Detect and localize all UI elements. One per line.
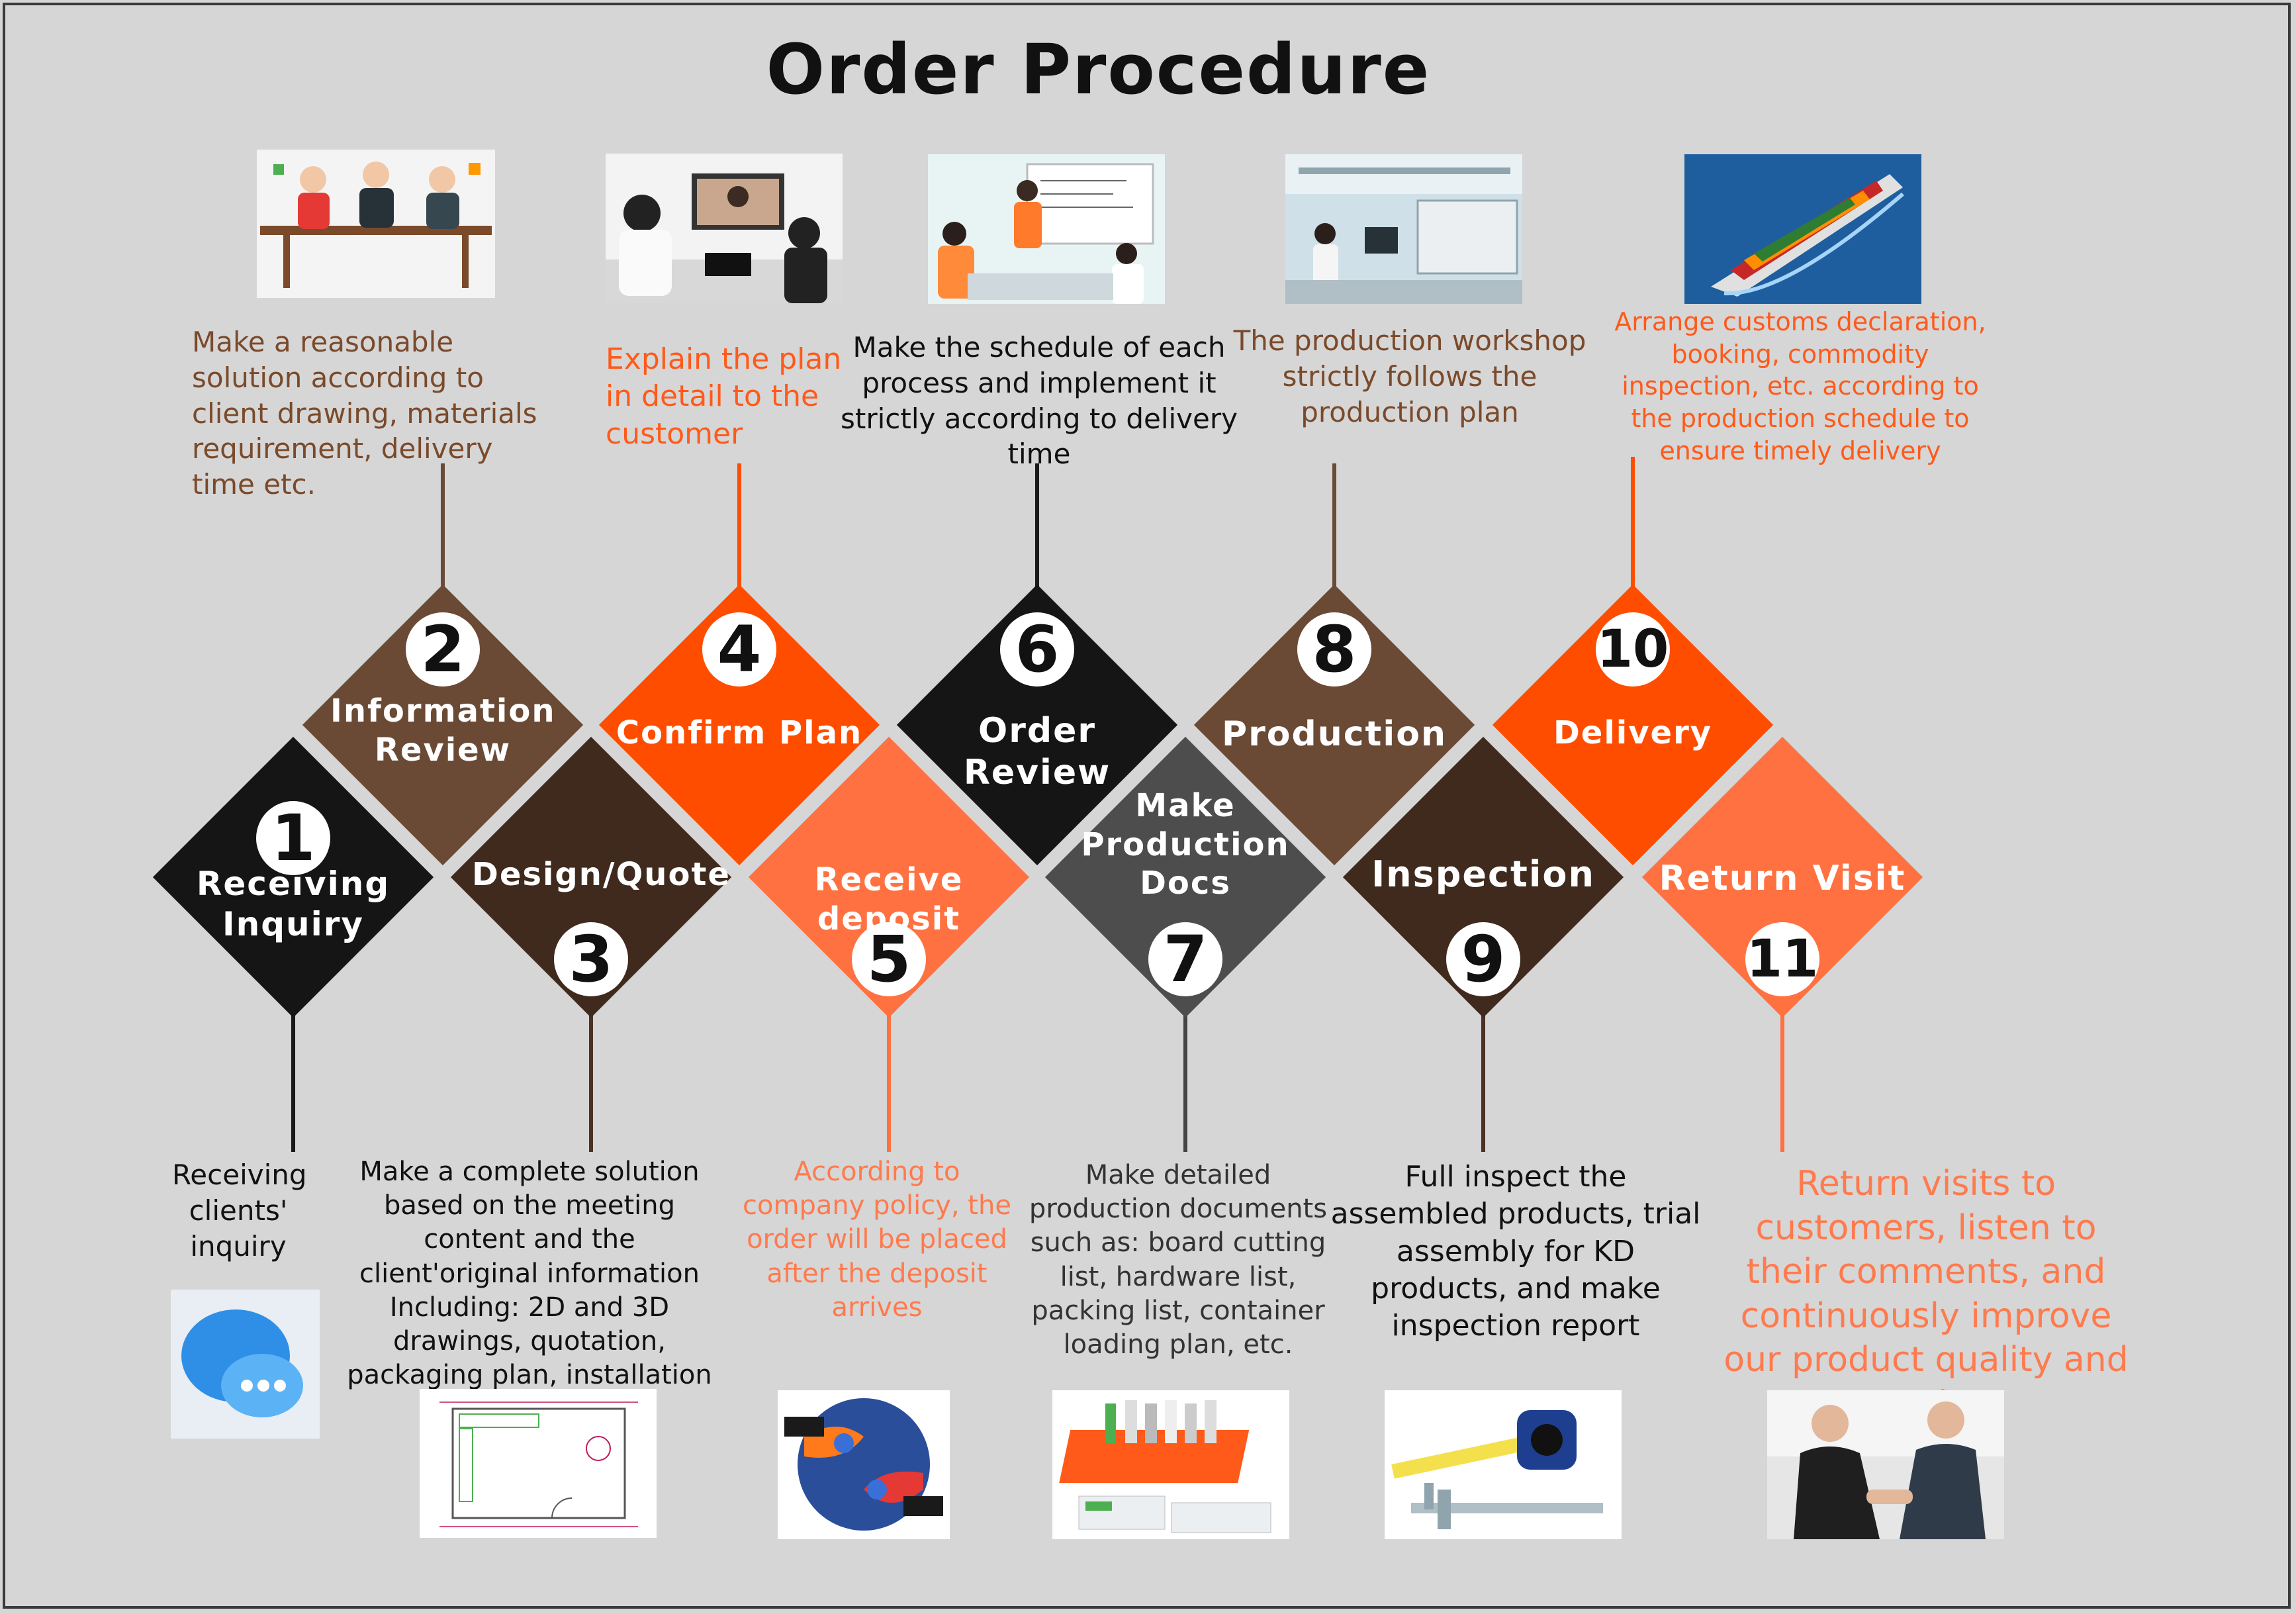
step-number-badge: 8 [1297, 612, 1371, 687]
step-description: Full inspect the assembled products, tri… [1330, 1160, 1701, 1343]
step-label: Confirm Plan [616, 714, 863, 751]
step-number-badge: 5 [852, 922, 926, 996]
step-number-badge: 2 [406, 612, 480, 687]
chat-bubble-icon [171, 1290, 320, 1439]
step-description: The production workshop strictly follows… [1233, 324, 1586, 428]
page-border [3, 3, 2291, 1609]
measuring-tools-photo [1385, 1390, 1622, 1539]
step-description: Make detailed production documents such … [1029, 1160, 1328, 1360]
step-label: Delivery [1553, 714, 1713, 751]
step-description: Make a reasonable solution according to … [192, 326, 537, 500]
payment-handshake-icon [778, 1390, 950, 1539]
step-number-badge: 9 [1446, 922, 1520, 996]
step-description: Return visits to customers, listen to th… [1723, 1164, 2129, 1424]
whiteboard-meeting-photo [928, 154, 1165, 304]
step-label: Return Visit [1659, 859, 1906, 898]
step-label: Information Review [330, 692, 556, 769]
documents-tray-icon [1052, 1390, 1289, 1539]
container-ship-photo [1684, 154, 1921, 304]
step-description: Arrange customs declaration, booking, co… [1614, 307, 1986, 465]
connector-line-step-6 [1035, 463, 1039, 602]
step-number-badge: 1 [256, 801, 330, 875]
step-description: Make the schedule of each process and im… [841, 331, 1238, 471]
step-description: Explain the plan in detail to the custom… [606, 342, 842, 451]
connector-line-step-8 [1332, 463, 1336, 602]
connector-line-step-10 [1631, 457, 1635, 602]
step-label: Receive deposit [814, 861, 964, 937]
step-number-badge: 7 [1148, 922, 1222, 996]
step-label: Design/Quote [472, 856, 731, 893]
step-description: Make a complete solution based on the me… [347, 1157, 712, 1424]
video-conference-photo [606, 154, 843, 303]
handshake-photo [1767, 1390, 2004, 1539]
connector-line-step-1 [291, 1010, 295, 1152]
connector-line-step-5 [887, 1010, 891, 1152]
step-number-badge: 10 [1596, 612, 1670, 687]
step-label: Make Production Docs [1081, 787, 1290, 902]
business-meeting-illustration [257, 150, 495, 298]
connector-line-step-4 [737, 463, 741, 602]
floor-plan-drawing [420, 1389, 657, 1538]
connector-line-step-2 [441, 463, 445, 602]
step-number-badge: 6 [1000, 612, 1074, 687]
connector-line-step-3 [589, 1010, 593, 1152]
connector-line-step-9 [1481, 1010, 1485, 1152]
step-label: Order Review [963, 711, 1111, 793]
step-label: Inspection [1371, 853, 1595, 895]
page-title: Order Procedure [766, 29, 1431, 110]
step-description: Receiving clients' inquiry [172, 1159, 307, 1262]
step-number-badge: 4 [702, 612, 776, 687]
step-label: Receiving Inquiry [196, 865, 390, 943]
step-description: According to company policy, the order w… [743, 1157, 1011, 1323]
connector-line-step-11 [1780, 1010, 1784, 1152]
connector-line-step-7 [1183, 1010, 1187, 1152]
step-number-badge: 3 [554, 922, 628, 996]
step-label: Production [1222, 714, 1447, 754]
factory-workshop-photo [1285, 154, 1522, 304]
step-number-badge: 11 [1745, 922, 1819, 996]
